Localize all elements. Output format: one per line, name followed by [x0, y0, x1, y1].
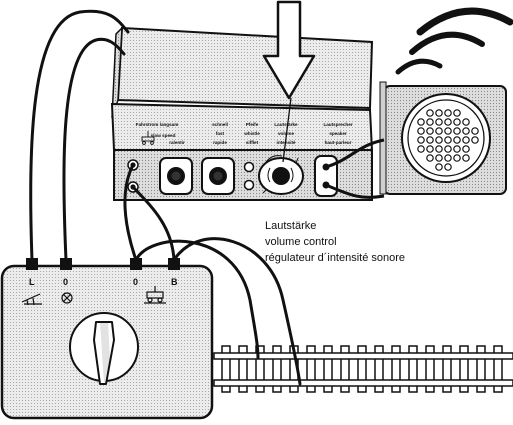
grille-hole [471, 127, 479, 135]
track-power-symbol-icon [141, 131, 155, 145]
track-sleeper [357, 345, 367, 393]
track-sleeper [442, 345, 452, 393]
speaker-grille-icon [401, 93, 491, 183]
track-symbol-icon [21, 293, 42, 306]
grille-hole [462, 118, 470, 126]
label-volume-line3: intensité [277, 140, 296, 145]
grille-hole [462, 127, 470, 135]
track-sleeper [255, 345, 265, 393]
speaker-output-socket[interactable] [314, 155, 338, 197]
sound-unit: Fahrstrom langsam slow speed ralentir sc… [110, 26, 374, 201]
callout-line-fr: régulateur d´intensité sonore [265, 252, 405, 264]
track-sleeper [408, 345, 418, 393]
track [213, 345, 513, 393]
grille-hole [444, 136, 452, 144]
label-slow-line1: Fahrstrom langsam [136, 122, 179, 127]
speaker-cable [325, 138, 385, 199]
grille-hole [426, 136, 434, 144]
track-sleeper [425, 345, 435, 393]
locomotive-symbol-icon [144, 286, 166, 304]
label-slow-line3: ralentir [169, 140, 185, 145]
track-sleeper [238, 345, 248, 393]
label-fast-line3: rapide [213, 140, 227, 145]
terminal-label-0-left: 0 [63, 277, 68, 287]
callout-pointer [282, 97, 292, 163]
grille-hole [435, 136, 443, 144]
terminal-label-0-right: 0 [133, 277, 138, 287]
grille-hole [453, 136, 461, 144]
grille-hole [453, 154, 461, 162]
callout-line-en: volume control [265, 236, 337, 248]
sound-unit-top [116, 26, 374, 110]
track-sleeper [323, 345, 333, 393]
whistle-buttons[interactable] [243, 161, 255, 191]
bulb-symbol-icon [61, 292, 73, 304]
callout-line-de: Lautstärke [265, 220, 316, 232]
track-sleeper [459, 345, 469, 393]
label-speaker-line1: Lautsprecher [323, 122, 352, 127]
label-whistle-line2: whistle [243, 131, 260, 136]
grille-hole [426, 118, 434, 126]
grille-hole [435, 118, 443, 126]
grille-hole [462, 136, 470, 144]
slow-speed-knob[interactable] [159, 157, 193, 195]
speaker-icon [379, 7, 513, 195]
terminal-label-b: B [171, 277, 178, 287]
grille-hole [444, 127, 452, 135]
track-sleeper [221, 345, 231, 393]
label-speaker-line3: haut-parleur [325, 140, 352, 145]
grille-hole [444, 118, 452, 126]
track-sleeper [493, 345, 503, 393]
grille-hole [417, 118, 425, 126]
grille-hole [426, 109, 434, 117]
grille-hole [435, 109, 443, 117]
grille-hole [444, 145, 452, 153]
grille-hole [453, 109, 461, 117]
grille-hole [435, 145, 443, 153]
grille-hole [426, 145, 434, 153]
grille-hole [426, 127, 434, 135]
fast-speed-knob[interactable] [201, 157, 235, 195]
knob-icon[interactable] [69, 312, 139, 385]
track-sleeper [476, 345, 486, 393]
label-slow-line2: slow speed [151, 133, 176, 138]
label-fast-line1: schnell [212, 122, 228, 127]
track-sleeper [391, 345, 401, 393]
label-speaker-line2: speaker [329, 131, 347, 136]
grille-hole [471, 136, 479, 144]
label-whistle-line1: Pfeife [246, 122, 259, 127]
grille-hole [453, 145, 461, 153]
grille-hole [417, 136, 425, 144]
transformer: L 0 0 B [0, 258, 214, 420]
grille-hole [435, 154, 443, 162]
track-sleeper [374, 345, 384, 393]
track-sleeper [272, 345, 282, 393]
volume-control-callout: Lautstärke volume control régulateur d´i… [265, 220, 405, 264]
volume-knob[interactable] [258, 155, 304, 195]
sound-waves-icon [395, 7, 513, 75]
grille-hole [444, 109, 452, 117]
wires [29, 9, 302, 386]
label-volume-line1: Lautstärke [274, 122, 298, 127]
grille-hole [435, 163, 443, 171]
grille-hole [453, 118, 461, 126]
grille-hole [417, 127, 425, 135]
grille-hole [462, 154, 470, 162]
grille-hole [444, 154, 452, 162]
grille-hole [462, 145, 470, 153]
grille-hole [426, 154, 434, 162]
grille-hole [453, 127, 461, 135]
grille-hole [417, 145, 425, 153]
track-sleeper [306, 345, 316, 393]
terminal-label-l: L [29, 277, 35, 287]
grille-hole [444, 163, 452, 171]
grille-hole [435, 127, 443, 135]
label-fast-line2: fast [216, 131, 225, 136]
label-whistle-line3: sifflet [246, 140, 259, 145]
track-sleeper [340, 345, 350, 393]
down-arrow-icon [262, 0, 316, 100]
